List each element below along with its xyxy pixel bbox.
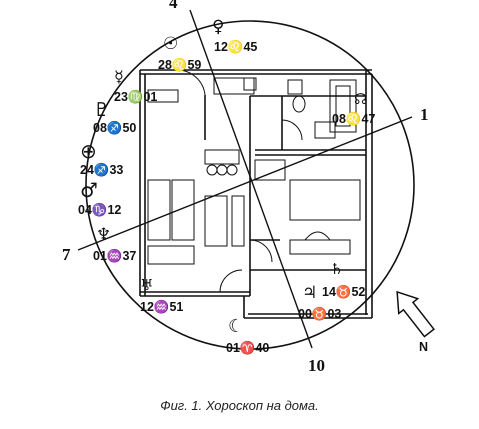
- venus-position: 12♌45: [214, 39, 257, 54]
- house-number-4: 4: [169, 0, 178, 12]
- mars-icon: ♂: [80, 178, 98, 202]
- horoscope-floorplan-diagram: 4 1 7 10 ♀ 12♌45 ☉ 28♌59 ☿ 23♍01 ♇ 08♐50…: [62, 0, 435, 375]
- mercury-icon: ☿: [114, 67, 124, 86]
- mars-position: 04♑12: [78, 202, 121, 217]
- house-number-1: 1: [420, 105, 429, 124]
- venus-icon: ♀: [212, 17, 224, 37]
- uranus-icon: ♅: [140, 276, 153, 294]
- node-icon: ☊: [354, 90, 367, 108]
- neptune-position: 01♒37: [93, 248, 136, 263]
- fortune-position: 24♐33: [80, 162, 123, 177]
- jupiter-icon: ♃: [302, 283, 317, 303]
- house-number-7: 7: [62, 245, 71, 264]
- figure-caption: Фиг. 1. Хороскоп на дома.: [160, 398, 319, 413]
- pluto-position: 08♐50: [93, 120, 136, 135]
- axis-1-7: [77, 116, 413, 251]
- north-label: N: [419, 340, 428, 354]
- moon-position: 01♈40: [226, 340, 269, 355]
- floor-plan: [139, 69, 373, 319]
- node-position: 08♌47: [332, 111, 375, 126]
- sun-position: 28♌59: [158, 57, 201, 72]
- saturn-icon: ♄: [330, 260, 343, 278]
- horoscope-circle: [85, 20, 415, 350]
- sun-icon: ☉: [163, 34, 178, 54]
- axis-4-10: [189, 9, 313, 349]
- neptune-icon: ♆: [96, 225, 111, 245]
- house-number-10: 10: [308, 356, 325, 375]
- uranus-position: 12♒51: [140, 299, 183, 314]
- saturn-position: 14♉52: [322, 284, 365, 299]
- part-of-fortune-icon: ⊕: [80, 139, 97, 163]
- mercury-position: 23♍01: [114, 89, 157, 104]
- moon-icon: ☾: [228, 316, 244, 337]
- jupiter-position: 00♉03: [298, 306, 341, 321]
- pluto-icon: ♇: [93, 99, 110, 121]
- north-arrow-icon: N: [396, 290, 435, 354]
